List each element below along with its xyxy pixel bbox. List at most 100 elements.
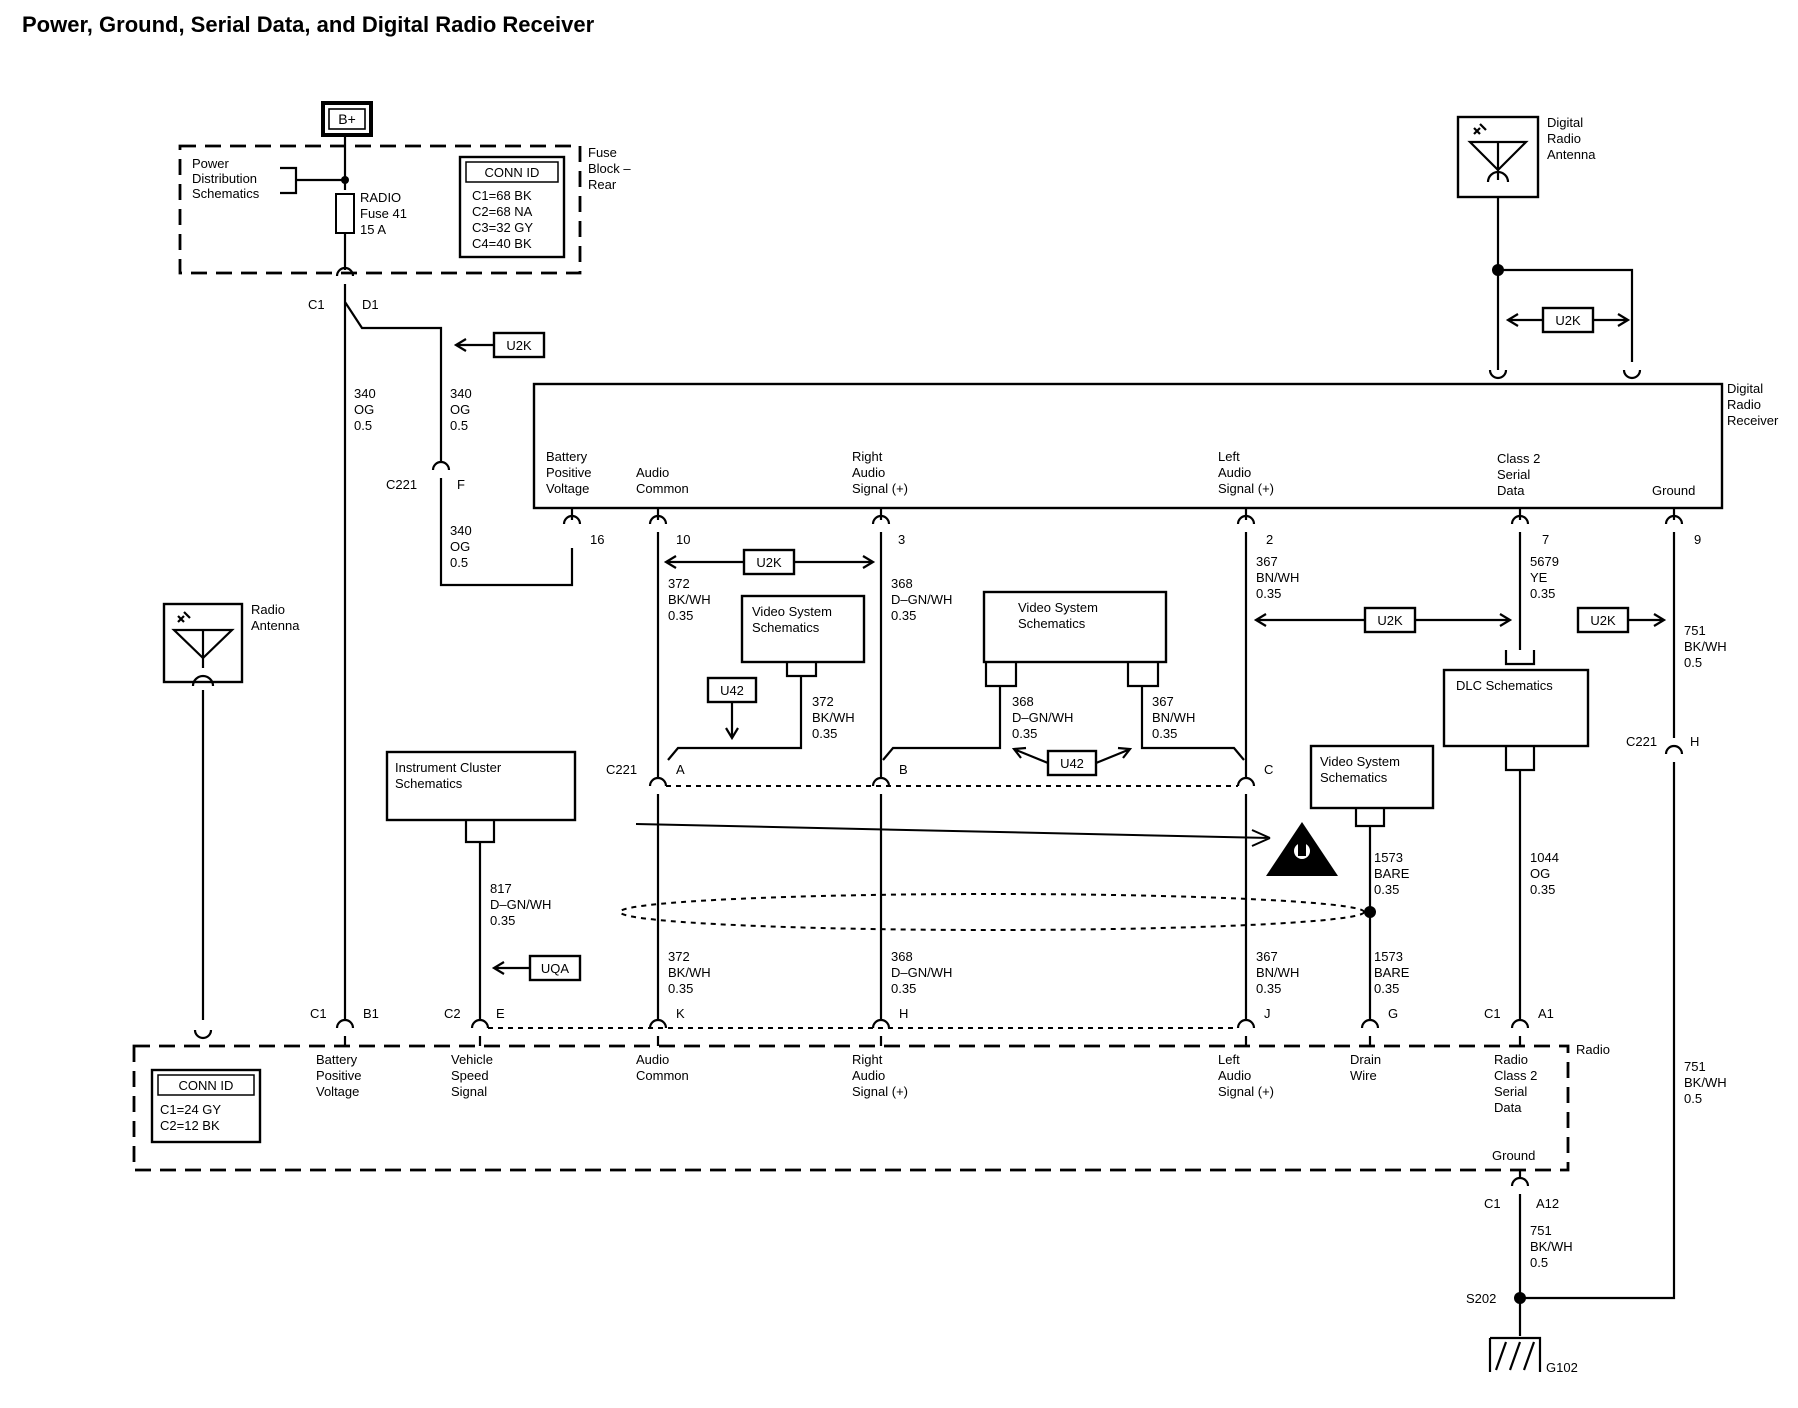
svg-text:BK/WH: BK/WH [668,592,711,607]
svg-text:Video System: Video System [1018,600,1098,615]
svg-text:C2=12 BK: C2=12 BK [160,1118,220,1133]
svg-text:Schematics: Schematics [395,776,463,791]
svg-text:Signal (+): Signal (+) [852,481,908,496]
u2k-ref-ground: U2K [1576,606,1630,634]
svg-text:Left: Left [1218,449,1240,464]
svg-text:YE: YE [1530,570,1548,585]
u2k-ref-antenna: U2K [1541,306,1595,334]
svg-text:Common: Common [636,1068,689,1083]
svg-text:Radio: Radio [1727,397,1761,412]
svg-text:9: 9 [1694,532,1701,547]
svg-text:D–GN/WH: D–GN/WH [1012,710,1073,725]
svg-text:5679: 5679 [1530,554,1559,569]
svg-text:BN/WH: BN/WH [1256,570,1299,585]
svg-text:U2K: U2K [1590,613,1616,628]
svg-text:RADIO: RADIO [360,190,401,205]
radio-pin-left-audio: Left Audio Signal (+) [1218,1052,1274,1099]
svg-text:Audio: Audio [1218,1068,1251,1083]
svg-text:Radio: Radio [1494,1052,1528,1067]
radio-antenna-label: Radio Antenna [251,602,300,633]
svg-text:367: 367 [1256,949,1278,964]
b-plus-label: B+ [338,111,356,127]
svg-text:340: 340 [450,386,472,401]
ground-icon [1488,1336,1542,1372]
svg-text:0.5: 0.5 [1684,1091,1702,1106]
radio-ground-connector [1510,1176,1530,1187]
wire-5679: 5679 YE 0.35 [1530,554,1559,601]
svg-text:Video System: Video System [1320,754,1400,769]
svg-text:BN/WH: BN/WH [1256,965,1299,980]
uqa-ref: UQA [528,954,582,982]
svg-text:D–GN/WH: D–GN/WH [490,897,551,912]
svg-text:1044: 1044 [1530,850,1559,865]
svg-text:1573: 1573 [1374,850,1403,865]
svg-text:C4=40 BK: C4=40 BK [472,236,532,251]
receiver-pin-ground: Ground 9 [1652,483,1701,547]
svg-text:367: 367 [1256,554,1278,569]
radio-conn-id-box: CONN ID C1=24 GY C2=12 BK [150,1068,262,1144]
svg-text:B1: B1 [363,1006,379,1021]
c221-f-connector [431,460,451,471]
svg-text:Signal (+): Signal (+) [1218,1084,1274,1099]
svg-text:Wire: Wire [1350,1068,1377,1083]
drain-splice [1364,906,1376,918]
svg-text:D1: D1 [362,297,379,312]
svg-text:Serial: Serial [1494,1084,1527,1099]
svg-text:C221: C221 [606,762,637,777]
radio-pin-audio-common: Audio Common [636,1052,689,1083]
wire-367-top: 367 BN/WH 0.35 [1256,554,1299,601]
svg-text:372: 372 [668,949,690,964]
svg-text:0.35: 0.35 [812,726,837,741]
c221-mid-connectors [648,776,1256,787]
radio-pin-right-audio: Right Audio Signal (+) [852,1052,908,1099]
svg-text:Left: Left [1218,1052,1240,1067]
svg-text:Drain: Drain [1350,1052,1381,1067]
svg-text:0.5: 0.5 [450,418,468,433]
u2k-arrow-left [453,338,494,352]
svg-text:368: 368 [891,576,913,591]
svg-text:Serial: Serial [1497,467,1530,482]
warning-icon [1266,822,1338,876]
u2k-ref-top: U2K [492,331,546,359]
svg-text:Audio: Audio [1218,465,1251,480]
u42-arrow-down [725,702,739,741]
svg-text:A: A [676,762,685,777]
svg-text:751: 751 [1684,623,1706,638]
svg-text:Signal: Signal [451,1084,487,1099]
svg-text:Power: Power [192,156,230,171]
svg-text:CONN ID: CONN ID [485,165,540,180]
svg-text:2: 2 [1266,532,1273,547]
wire-340-left: 340 OG 0.5 [354,386,376,433]
svg-text:Data: Data [1497,483,1525,498]
svg-text:Schematics: Schematics [1320,770,1388,785]
wire-368-top: 368 D–GN/WH 0.35 [891,576,952,623]
svg-text:U2K: U2K [506,338,532,353]
svg-text:10: 10 [676,532,690,547]
svg-text:C1=68 BK: C1=68 BK [472,188,532,203]
svg-text:0.35: 0.35 [1530,882,1555,897]
svg-text:Speed: Speed [451,1068,489,1083]
receiver-pin-class2-data: Class 2 Serial Data 7 [1497,451,1549,547]
wire-1044: 1044 OG 0.35 [1530,850,1559,897]
svg-text:Block –: Block – [588,161,631,176]
svg-text:Common: Common [636,481,689,496]
wire-368-bot: 368 D–GN/WH 0.35 [891,949,952,996]
svg-text:C1: C1 [1484,1006,1501,1021]
digital-antenna-icon [1456,115,1540,199]
svg-text:E: E [496,1006,505,1021]
svg-text:0.35: 0.35 [1012,726,1037,741]
svg-text:0.35: 0.35 [668,981,693,996]
receiver-pin-audio-common: Audio Common 10 [636,465,690,547]
svg-text:UQA: UQA [541,961,570,976]
svg-text:C1=24 GY: C1=24 GY [160,1102,221,1117]
svg-text:0.35: 0.35 [1152,726,1177,741]
wire-367-bot: 367 BN/WH 0.35 [1256,949,1299,996]
wire-1573-top: 1573 BARE 0.35 [1374,850,1410,897]
radio-pin-class2-data: Radio Class 2 Serial Data [1494,1052,1537,1115]
svg-text:Audio: Audio [636,465,669,480]
radio-ground-label: Ground [1492,1148,1535,1163]
radio-module-outline [132,1044,1570,1172]
fuse-block-label: Fuse Block – Rear [588,145,631,192]
svg-text:Fuse 41: Fuse 41 [360,206,407,221]
